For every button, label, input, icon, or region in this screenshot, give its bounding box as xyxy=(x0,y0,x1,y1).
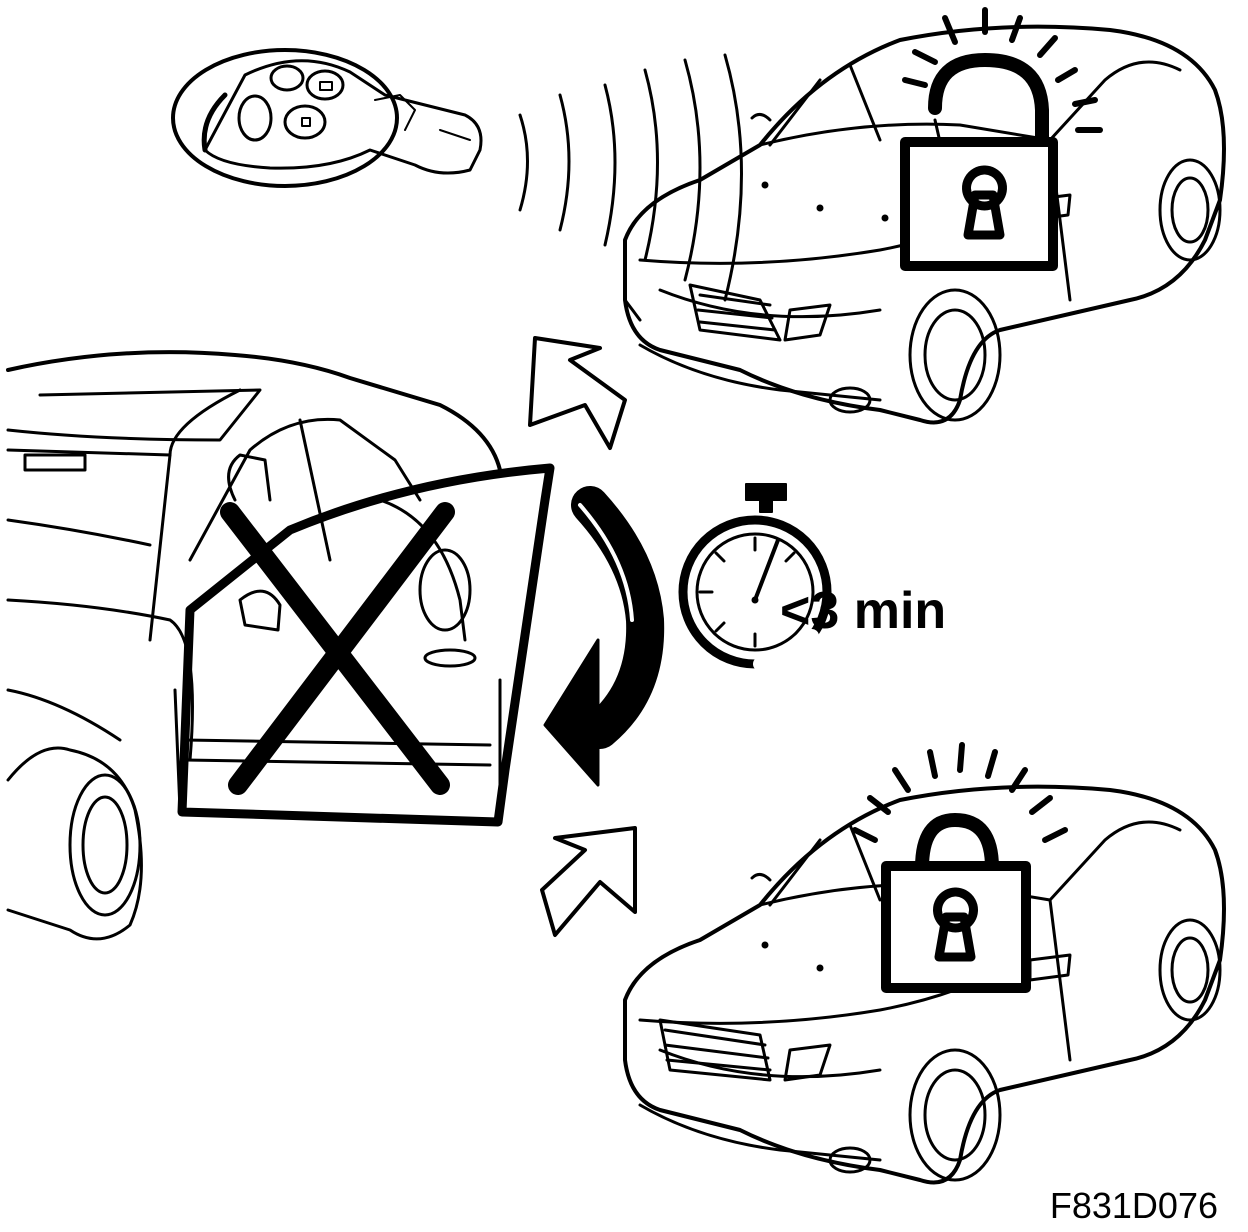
arrow-into-car-icon xyxy=(528,336,627,450)
open-door xyxy=(177,463,555,827)
door-close-arrow-icon xyxy=(543,486,665,787)
car-bottom-right xyxy=(623,784,1226,1185)
padlock-closed-icon xyxy=(852,742,1068,993)
car-door-open xyxy=(6,350,502,941)
padlock-open-icon xyxy=(900,7,1103,271)
stopwatch-icon xyxy=(678,483,832,671)
radio-waves-icon xyxy=(518,53,743,302)
x-cross-icon xyxy=(220,502,455,795)
timer-label: <3 min xyxy=(780,582,946,640)
figure-code: F831D076 xyxy=(1050,1185,1218,1226)
arrow-to-locked-car-icon xyxy=(540,826,637,937)
key-fob-icon xyxy=(171,48,483,188)
